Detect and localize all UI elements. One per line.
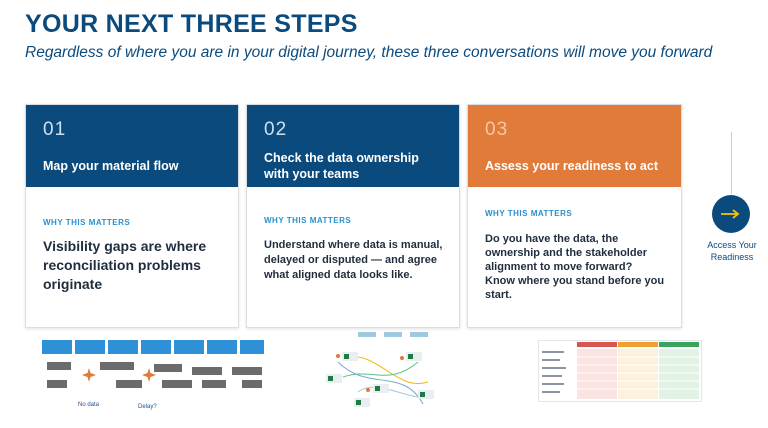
connector-line: [731, 132, 732, 194]
step-card-3-header: 03 Assess your readiness to act: [468, 105, 681, 187]
step-card-2[interactable]: 02 Check the data ownership with your te…: [246, 104, 460, 328]
step-title: Assess your readiness to act: [485, 159, 658, 173]
readiness-table-thumbnail: [538, 340, 702, 402]
access-readiness-label[interactable]: Access Your Readiness: [707, 240, 757, 262]
step-card-1-header: 01 Map your material flow: [26, 105, 238, 187]
no-data-label: No data: [78, 402, 100, 408]
burst-icon: [142, 368, 156, 382]
step-number: 02: [264, 119, 288, 140]
data-ownership-network-thumbnail: [326, 332, 434, 407]
step-body: Do you have the data, the ownership and …: [485, 233, 665, 301]
step-card-2-header: 02 Check the data ownership with your te…: [247, 105, 459, 187]
step-body: Visibility gaps are where reconciliation…: [43, 238, 207, 292]
why-label: WHY THIS MATTERS: [264, 216, 352, 225]
page-title: YOUR NEXT THREE STEPS: [25, 10, 358, 38]
delay-label: Delay?: [138, 404, 157, 410]
burst-icon: [82, 368, 96, 382]
access-readiness-button[interactable]: [712, 195, 750, 233]
why-label: WHY THIS MATTERS: [485, 209, 573, 218]
material-flow-thumbnail: No data Delay?: [42, 340, 264, 412]
arrow-right-icon: [721, 209, 740, 219]
step-body: Understand where data is manual, delayed…: [264, 239, 443, 281]
why-label: WHY THIS MATTERS: [43, 218, 131, 227]
step-number: 03: [485, 119, 509, 140]
page-subtitle: Regardless of where you are in your digi…: [25, 44, 713, 61]
step-card-1[interactable]: 01 Map your material flow WHY THIS MATTE…: [25, 104, 239, 328]
step-card-3[interactable]: 03 Assess your readiness to act WHY THIS…: [467, 104, 682, 328]
step-number: 01: [43, 119, 67, 140]
step-title: Check the data ownership with your teams: [264, 151, 419, 181]
step-title: Map your material flow: [43, 159, 179, 173]
